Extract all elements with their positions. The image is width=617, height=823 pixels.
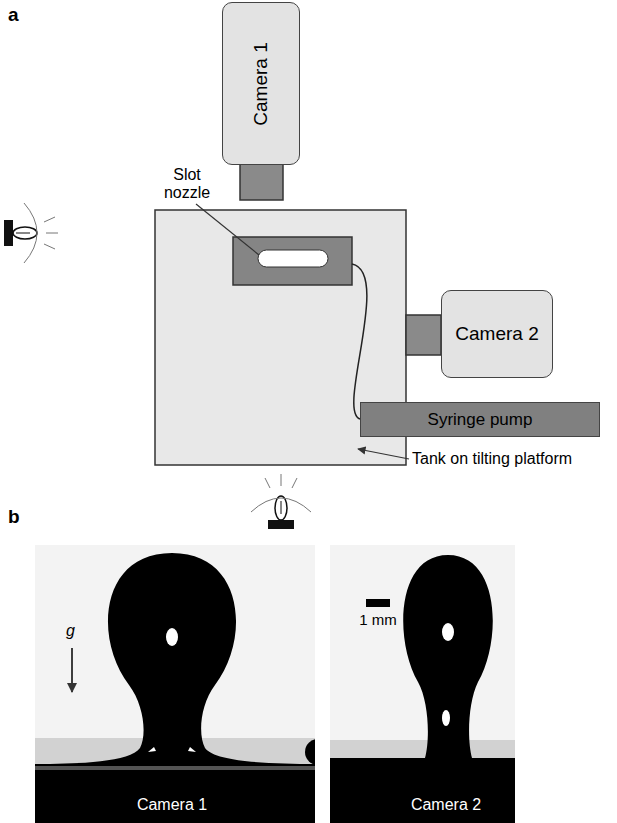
highlight [148, 747, 156, 752]
node-text: Camera 1 [250, 42, 272, 125]
light-ray [265, 478, 270, 488]
photo [35, 545, 315, 823]
lamp [4, 203, 58, 263]
camera-body: Camera 2 [441, 290, 553, 378]
part-label: Tank on tilting platform [412, 450, 572, 468]
lamp-bulb [13, 227, 37, 239]
gravity-symbol: g [66, 622, 75, 640]
camera-label: Camera 2 [411, 796, 481, 814]
highlight [166, 628, 178, 646]
photo-ground [35, 545, 315, 823]
panel-letter: a [8, 4, 19, 26]
light-ray [44, 244, 55, 249]
leader-line [196, 204, 259, 255]
drop [35, 553, 315, 823]
highlight [442, 710, 450, 726]
light-ray [292, 478, 297, 488]
camera-label: Camera 1 [137, 796, 207, 814]
lamp-filament [16, 233, 30, 234]
lamp-base [268, 520, 294, 529]
camera-body: Camera 1 [222, 2, 300, 165]
tube [352, 264, 367, 419]
node-text: Syringe pump [428, 410, 533, 430]
photo-ground [330, 545, 515, 823]
drop [330, 555, 515, 823]
light-ray [44, 217, 55, 222]
lamp-reflector [24, 203, 37, 263]
lamp-filament [281, 501, 282, 514]
reflection-band [35, 766, 315, 770]
highlight [188, 747, 196, 752]
camera-lens [406, 315, 441, 355]
lamp-base [4, 220, 13, 246]
node-text: Camera 2 [455, 323, 538, 345]
part-label: Slot nozzle [157, 166, 217, 203]
light-ray [281, 474, 282, 486]
gravity-arrow [71, 648, 73, 692]
camera-lens [240, 164, 283, 200]
pump-box: Syringe pump [360, 402, 600, 437]
scale-label: 1 mm [359, 611, 397, 628]
reflection-band [330, 740, 515, 760]
lamp [251, 474, 311, 529]
slot-opening [258, 250, 328, 267]
photo [330, 545, 515, 823]
slot-nozzle [233, 237, 352, 285]
highlight [442, 623, 454, 641]
lamp-reflector [251, 498, 311, 512]
light-ray [46, 233, 58, 234]
lamp-bulb [275, 496, 287, 520]
scale-bar [366, 599, 390, 607]
drop-edge [305, 739, 315, 765]
leader-arrow [358, 449, 409, 459]
panel-letter: b [8, 506, 20, 528]
